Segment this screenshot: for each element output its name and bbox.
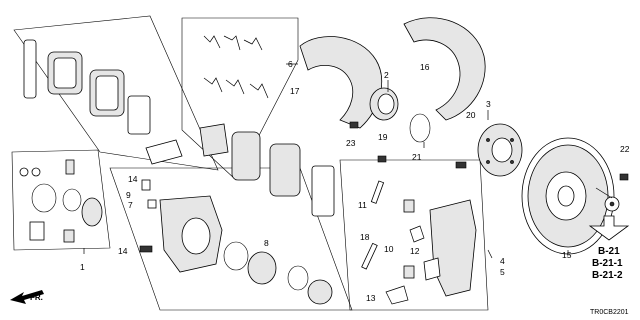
callout-14-lower: 14: [118, 246, 128, 256]
callout-15: 15: [562, 250, 572, 260]
caliper-body: [141, 179, 223, 273]
seal-kit-box: [11, 149, 111, 251]
pad-clips-12-13: [385, 225, 425, 305]
callouts: 1 2 3 4 5 6 7 8 9 10 11 12 13 14 14 15 1…: [80, 59, 630, 303]
bracket-bolt-19: [377, 155, 387, 163]
callout-7: 7: [128, 200, 133, 210]
callout-17: 17: [290, 86, 300, 96]
wheel-hub: [477, 123, 523, 177]
splash-guard-17: [299, 36, 383, 129]
callout-9: 9: [126, 190, 131, 200]
splash-guard-16: [403, 17, 486, 121]
direction-label: FR.: [30, 293, 43, 302]
front-direction-arrow: FR.: [10, 290, 44, 304]
brake-disc: [521, 137, 615, 255]
bracket-group-box: [339, 159, 489, 311]
shim-group-box: [181, 17, 299, 181]
disc-screw-22: [619, 173, 629, 181]
hub-bolt: [455, 161, 467, 169]
callout-14-upper: 14: [128, 174, 138, 184]
disc-screw-detail: [595, 187, 620, 212]
pad-group-box: [13, 15, 219, 171]
callout-13: 13: [366, 293, 376, 303]
pad-shims: [145, 123, 229, 165]
ref-b-21-1: B-21-1: [592, 258, 623, 269]
callout-11: 11: [358, 200, 367, 210]
guide-pins: [361, 180, 415, 279]
callout-20: 20: [466, 110, 476, 120]
leader-lines: [83, 63, 569, 259]
callout-8: 8: [264, 238, 269, 248]
splash-bolt-23: [349, 121, 359, 129]
callout-16: 16: [420, 62, 430, 72]
callout-23: 23: [346, 138, 356, 148]
callout-4: 4: [500, 256, 505, 266]
snap-ring: [409, 113, 431, 143]
ref-b-21-2: B-21-2: [592, 270, 623, 281]
hub-bearing: [369, 87, 399, 121]
diagram-code: TR0CB2201: [590, 309, 629, 316]
callout-5: 5: [500, 267, 505, 277]
callout-2: 2: [384, 70, 389, 80]
brake-pads-inner: [231, 131, 335, 217]
callout-19: 19: [378, 132, 388, 142]
caliper-bolt-14-lower: [139, 245, 153, 253]
callout-18: 18: [360, 232, 370, 242]
reference-codes: B-21 B-21-1 B-21-2: [592, 246, 623, 281]
callout-21: 21: [412, 152, 422, 162]
seal-kit-parts: [19, 159, 103, 243]
callout-3: 3: [486, 99, 491, 109]
caliper-piston: [223, 241, 333, 305]
callout-1: 1: [80, 262, 85, 272]
ref-b-21: B-21: [598, 246, 620, 257]
caliper-bracket: [423, 199, 477, 297]
callout-6: 6: [288, 59, 293, 69]
reference-arrow-icon: [588, 215, 630, 241]
callout-12: 12: [410, 246, 420, 256]
brake-pads-outer: [23, 39, 151, 135]
callout-10: 10: [384, 244, 394, 254]
pad-retainer-clips: [203, 35, 269, 99]
callout-22: 22: [620, 144, 630, 154]
